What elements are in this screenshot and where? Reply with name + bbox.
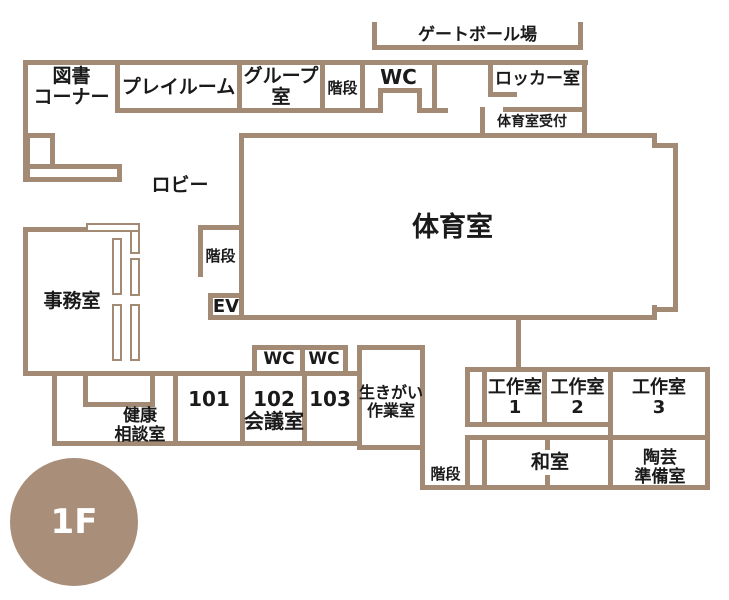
wall-row-bottom xyxy=(52,441,362,446)
office-counter-corner xyxy=(130,230,140,254)
room-102-label: 102 会議室 xyxy=(244,387,304,433)
wall-washitsu-door-bottom xyxy=(545,475,550,490)
gym-label: 体育室 xyxy=(412,212,493,244)
gateball-field-label: ゲートボール場 xyxy=(418,24,537,45)
wall-wc-top-right xyxy=(432,60,437,113)
entrance-step-upper xyxy=(25,133,55,169)
wall-gym-step-br-h xyxy=(652,307,678,312)
wall-ev-left xyxy=(208,293,213,320)
wall-wcpair-right xyxy=(343,345,348,376)
library-corner-label: 図書 コーナー xyxy=(33,65,110,108)
floor-badge: 1F xyxy=(10,458,138,586)
entrance-step-lower xyxy=(25,164,122,182)
stairs-mid-label: 階段 xyxy=(205,246,236,265)
wall-ws1-ws2 xyxy=(542,367,547,427)
wall-wcpair-mid xyxy=(300,345,305,376)
stairs-top-label: 階段 xyxy=(327,78,358,97)
wall-right-lower xyxy=(705,367,710,490)
workshop-1-label: 工作室 1 xyxy=(488,377,542,418)
locker-room-label: ロッカー室 xyxy=(495,68,580,89)
wall-left-upper xyxy=(23,60,28,182)
wc-stall-box xyxy=(378,88,422,113)
wall-reception-left xyxy=(480,107,485,138)
playroom-label: プレイルーム xyxy=(121,75,236,98)
wall-ws12-bottom xyxy=(465,422,613,427)
office-counter-4 xyxy=(130,304,140,361)
wall-stairs-top-right xyxy=(360,60,365,113)
wall-ikigai-right xyxy=(420,345,425,490)
wall-gym-step-br-v xyxy=(652,305,657,320)
pottery-prep-label: 陶芸 準備室 xyxy=(634,448,686,487)
wall-gateball-bottom xyxy=(372,45,583,50)
wall-row-left xyxy=(52,371,57,446)
wall-row-top xyxy=(23,371,361,376)
wall-playroom-left xyxy=(115,60,120,113)
stairs-bottom-label: 階段 xyxy=(430,464,461,483)
wall-right-upper xyxy=(582,60,587,138)
wall-ikigai-bottom xyxy=(357,445,425,450)
wall-office-left xyxy=(23,227,28,376)
room-101-label: 101 xyxy=(188,387,230,411)
wall-gym-step-tr-v xyxy=(652,133,657,148)
wall-103-ikigai xyxy=(357,345,362,450)
office-counter-2 xyxy=(130,258,140,296)
wall-health-101 xyxy=(173,371,178,446)
wall-workshops-top xyxy=(465,367,710,372)
wall-ev-top xyxy=(208,293,243,298)
wall-bottom xyxy=(420,485,710,490)
wall-gym-bottom xyxy=(208,315,657,320)
wall-ws2-ws3 xyxy=(608,367,613,490)
wall-gym-top xyxy=(239,133,657,138)
wall-locker-stub xyxy=(488,92,517,97)
ikigai-room-label: 生きがい 作業室 xyxy=(359,383,424,420)
lobby-label: ロビー xyxy=(151,173,209,196)
office-counter-1 xyxy=(112,238,122,295)
elevator-label: EV xyxy=(212,296,240,318)
wall-workshops-left xyxy=(465,367,470,427)
room-103-label: 103 xyxy=(309,387,351,411)
gym-reception-label: 体育室受付 xyxy=(497,114,567,131)
wall-stairs-mid-top xyxy=(198,225,243,230)
wall-ikigai-top xyxy=(357,345,425,350)
wall-top xyxy=(23,60,588,65)
wall-office-top xyxy=(23,227,90,232)
wall-gym-connector xyxy=(516,320,521,372)
wall-locker-left xyxy=(488,60,493,97)
wall-playroom-right xyxy=(237,60,242,113)
wall-gym-right xyxy=(673,143,678,312)
group-room-label: グループ 室 xyxy=(243,65,319,108)
wall-group-right xyxy=(320,60,325,113)
wall-washitsu-closet xyxy=(482,435,487,490)
wc-top-label: WC xyxy=(380,65,417,89)
wall-top-row-bottom xyxy=(115,108,448,113)
health-room-alcove xyxy=(83,376,155,407)
wc-bottom-2-label: WC xyxy=(308,349,340,370)
health-room-label: 健康 相談室 xyxy=(114,406,166,445)
wall-gateball-right xyxy=(578,22,583,50)
workshop-2-label: 工作室 2 xyxy=(550,377,605,418)
wall-washitsu-door-top xyxy=(545,435,550,450)
wall-stairs-mid-left xyxy=(198,225,203,277)
wc-bottom-1-label: WC xyxy=(263,349,295,370)
office-label: 事務室 xyxy=(43,289,101,312)
wall-gym-step-tr-h xyxy=(652,143,678,148)
wall-reception-top xyxy=(503,107,582,112)
office-counter-3 xyxy=(112,304,122,361)
wall-wcpair-left xyxy=(252,345,257,376)
wall-washitsu-top xyxy=(465,435,710,440)
wall-gateball-left xyxy=(372,22,377,50)
wall-102-103 xyxy=(302,371,307,446)
wall-washitsu-left xyxy=(465,435,470,490)
office-counter-top xyxy=(86,223,140,232)
wall-workshops-closet xyxy=(482,367,487,427)
wall-101-102 xyxy=(240,371,245,446)
workshop-3-label: 工作室 3 xyxy=(632,377,686,418)
washitsu-label: 和室 xyxy=(530,450,569,473)
